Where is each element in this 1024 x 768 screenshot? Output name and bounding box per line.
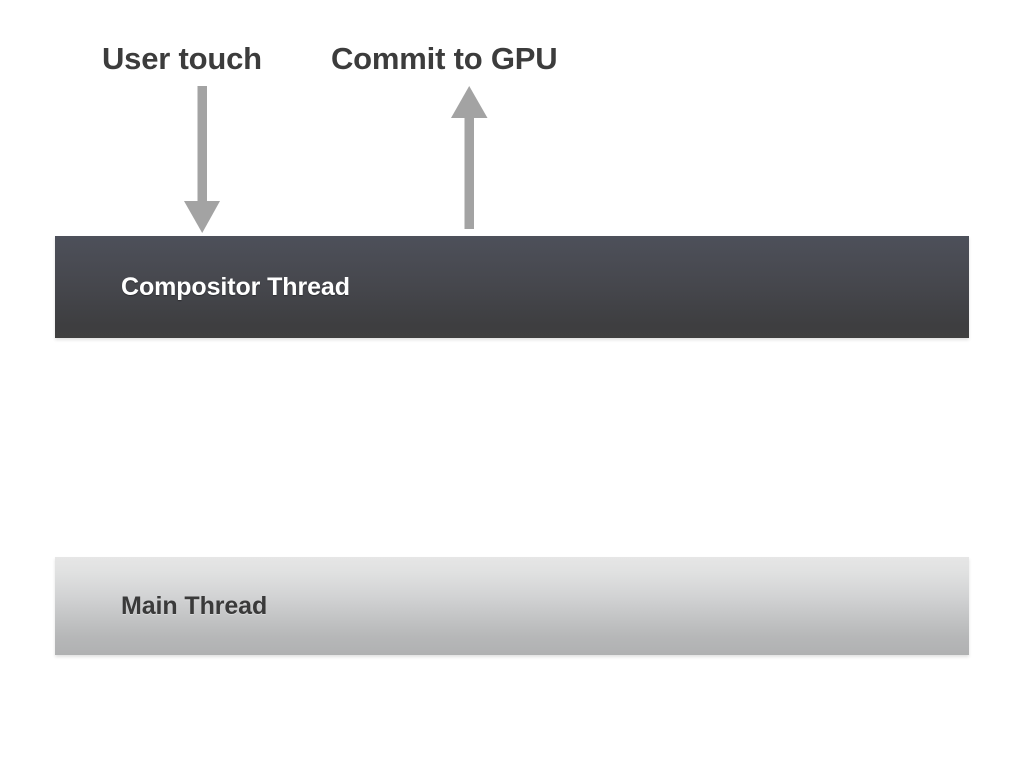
lane-label-compositor-thread: Compositor Thread: [121, 272, 350, 301]
lane-compositor-thread: Compositor Thread: [55, 236, 969, 338]
lane-label-main-thread: Main Thread: [121, 591, 268, 620]
annotation-label-user-touch: User touch: [102, 41, 262, 76]
down-arrow-icon: [184, 86, 220, 233]
up-arrow-icon: [451, 86, 488, 229]
annotation-label-commit-to-gpu: Commit to GPU: [331, 41, 558, 76]
lane-main-thread: Main Thread: [55, 557, 969, 655]
